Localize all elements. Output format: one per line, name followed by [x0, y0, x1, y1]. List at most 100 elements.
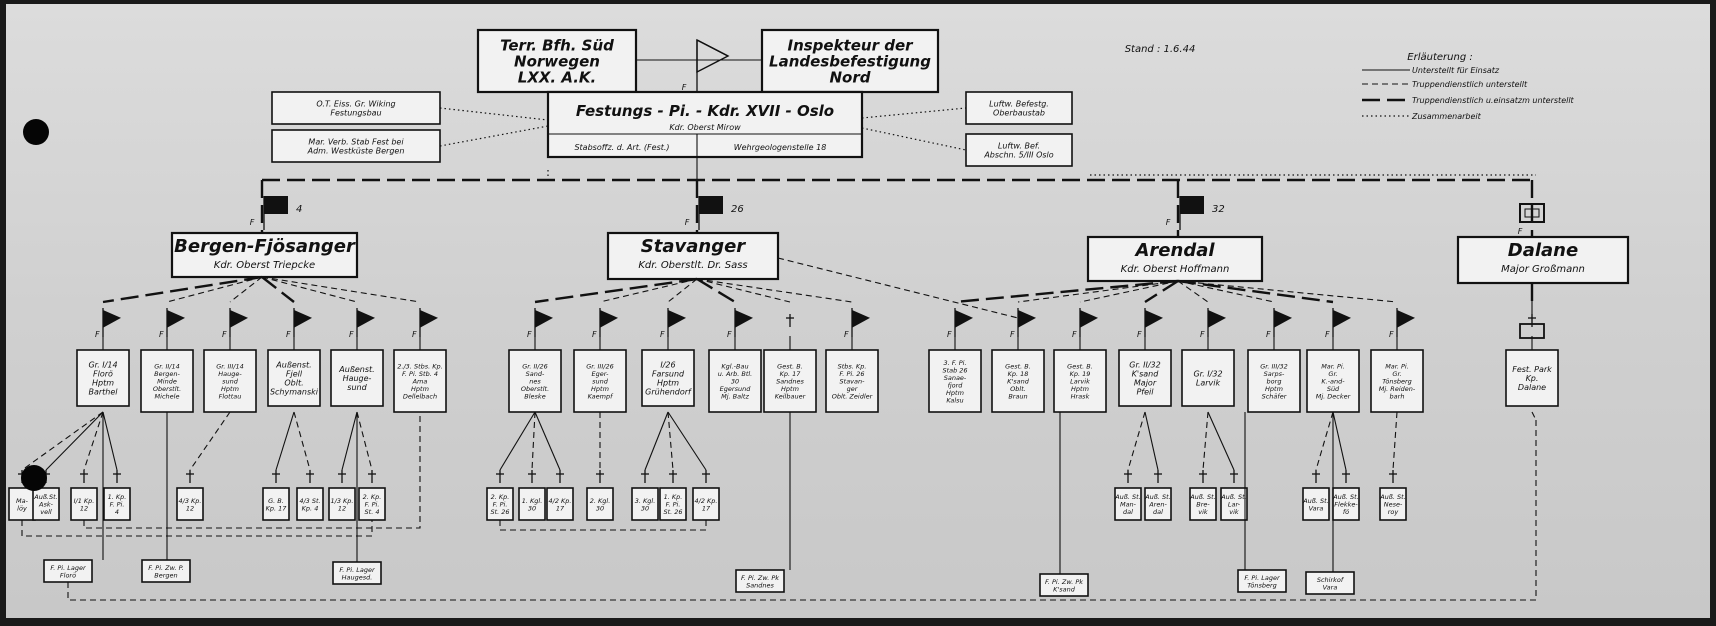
unit-6-text: Bleske: [524, 393, 545, 401]
unit-15-text: Pfeil: [1136, 388, 1154, 397]
pennant-flag-icon: [1274, 310, 1292, 328]
sub-18-text: Auß. St.: [1189, 493, 1216, 501]
dalane-flag-icon: [1519, 203, 1545, 223]
top-flag-f: F: [682, 83, 687, 92]
unit-19-text: Mj. Reiden-: [1379, 385, 1416, 393]
pennant-flag-icon: [357, 310, 375, 328]
unit-5-text: F. Pi. Stb. 4: [402, 370, 438, 378]
unit-14-text: Hptm: [1071, 385, 1089, 393]
sub-0-text: Ma-: [16, 497, 29, 505]
sub-15-text: 17: [702, 504, 711, 512]
terr-bfh-box-text: Norwegen: [514, 53, 600, 71]
unit-1-frame: [140, 349, 194, 413]
lager-6-frame: [1305, 571, 1355, 595]
unit-12-text: Hptm: [946, 389, 964, 397]
flag-f-label: F: [222, 330, 227, 339]
sub-20-text: Vara: [1309, 504, 1324, 512]
main-frame: [546, 90, 864, 159]
sub-0: Ma-löy: [8, 487, 36, 521]
unit-5: 2./3. Stbs. Kp.F. Pi. Stb. 4AmaHptmDelle…: [393, 349, 447, 413]
pennant-flag-icon: [1333, 310, 1351, 328]
sub-post-17: [1154, 470, 1162, 483]
sub-9-text: 2. Kp.: [491, 493, 510, 501]
dot-link-4: [861, 127, 967, 151]
sub-3-frame: [103, 487, 131, 521]
sub-9-text: F. Pi.: [493, 501, 508, 509]
dot-link-1: [439, 107, 549, 121]
sub-10-text: 30: [528, 504, 536, 512]
sub-4-frame: [176, 487, 204, 521]
punch-hole-bottom: [21, 465, 47, 491]
sub-7-text: 12: [338, 504, 346, 512]
flag-f-label: F: [1072, 330, 1077, 339]
unit-flag-9: F: [727, 308, 753, 339]
luftw-bef-box-text: Luftw. Bef.: [998, 142, 1040, 151]
sub-8-text: St. 4: [365, 508, 380, 516]
top-flag-edge: [696, 39, 729, 57]
sub-16-frame: [1114, 487, 1142, 521]
sub-12-text: 30: [596, 504, 604, 512]
unit-7-text: Hptm: [591, 385, 609, 393]
sector-to-unit-6: [534, 277, 698, 304]
sector-to-unit-10: [696, 278, 791, 303]
unit-15-text: Major: [1134, 379, 1157, 388]
pennant-flag-icon: [535, 310, 553, 328]
sector-to-unit-5: [261, 276, 421, 303]
punch-hole-top: [23, 119, 49, 145]
unit-16-text: Gr. I/32: [1193, 370, 1222, 379]
sub-21-text: Flekke-: [1334, 501, 1358, 509]
sector-num-0: 4: [296, 204, 302, 215]
unit-7-text: Gr. III/26: [586, 363, 613, 371]
sector-flag-1: [698, 196, 723, 230]
unit-2-text: Hptm: [221, 385, 239, 393]
flag-f-label: F: [286, 330, 291, 339]
unit-to-sub-22: [1392, 411, 1398, 471]
unit-to-sub-21: [1332, 411, 1347, 471]
unit-flag-5: F: [412, 308, 438, 339]
sub-14-frame: [659, 487, 687, 521]
unit-17-text: Sarps-: [1264, 370, 1285, 378]
sector-name: Stavanger: [641, 236, 747, 257]
sub-8-text: 2. Kp.: [363, 493, 382, 501]
sub-7: 1/3 Kp.12: [328, 487, 356, 521]
sub-8-frame: [358, 487, 386, 521]
flag-f-label: F: [349, 330, 354, 339]
sub-2-text: I/1 Kp.: [74, 497, 95, 505]
sector-f-3: F: [1518, 227, 1523, 236]
unit-10-text: Sandnes: [776, 378, 804, 386]
unit-20-frame: [1505, 349, 1559, 407]
sub-6-frame: [296, 487, 324, 521]
unit-to-sub-4: [189, 411, 231, 471]
lager-2-text: F. Pi. Lager: [339, 566, 376, 574]
unit-8-text: Hptm: [657, 379, 679, 388]
unit-15-text: K'sand: [1132, 370, 1160, 379]
unit-flag-12: F: [947, 308, 973, 339]
sub-5-text: G. B.: [268, 497, 284, 505]
sector-to-unit-2: [229, 276, 263, 303]
unit-13-text: Kp. 18: [1008, 370, 1029, 378]
sector-to-unit-18: [1177, 279, 1334, 304]
luftw-befestg-box-text: Oberbaustab: [993, 109, 1045, 118]
pennant-flag-icon: [1397, 310, 1415, 328]
unit-14-frame: [1053, 349, 1107, 413]
sector-flag-2: [1179, 196, 1204, 230]
unit-3-text: Außenst.: [275, 361, 311, 370]
sub-1: Auß.St.Ask-vell: [32, 487, 60, 521]
lager-4: F. Pi. Zw. PkK'sand: [1039, 573, 1089, 597]
unit-7-frame: [573, 349, 627, 413]
unit-flag-17: F: [1266, 308, 1292, 339]
unit-10-text: Gest. B.: [777, 363, 803, 371]
unit-8-frame: [641, 349, 695, 407]
unit-11-text: F. Pi. 26: [839, 370, 864, 378]
unit-9-text: Mj. Baltz: [721, 393, 749, 401]
unit-0-text: Hptm: [92, 379, 114, 388]
unit-11-text: ger: [847, 385, 859, 393]
